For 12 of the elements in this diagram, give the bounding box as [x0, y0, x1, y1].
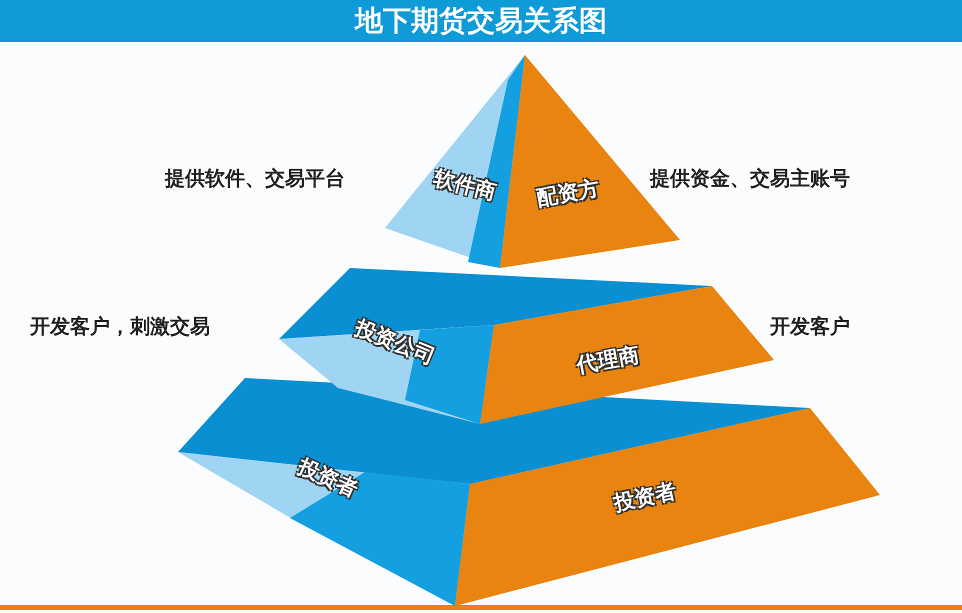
- side-note: 提供软件、交易平台: [165, 165, 345, 192]
- face-label: 配资方: [534, 174, 602, 212]
- face-label: 投资公司: [350, 314, 440, 371]
- side-note: 提供资金、交易主账号: [650, 165, 850, 192]
- face-label: 投资者: [294, 453, 362, 504]
- title-banner: 地下期货交易关系图: [0, 0, 962, 42]
- face-label: 投资者: [611, 478, 679, 518]
- side-note: 开发客户: [770, 313, 850, 340]
- face-label: 代理商: [574, 342, 642, 380]
- side-note: 开发客户，刺激交易: [30, 313, 210, 340]
- pyramid-face: [178, 452, 470, 606]
- face-label: 软件商: [431, 164, 499, 206]
